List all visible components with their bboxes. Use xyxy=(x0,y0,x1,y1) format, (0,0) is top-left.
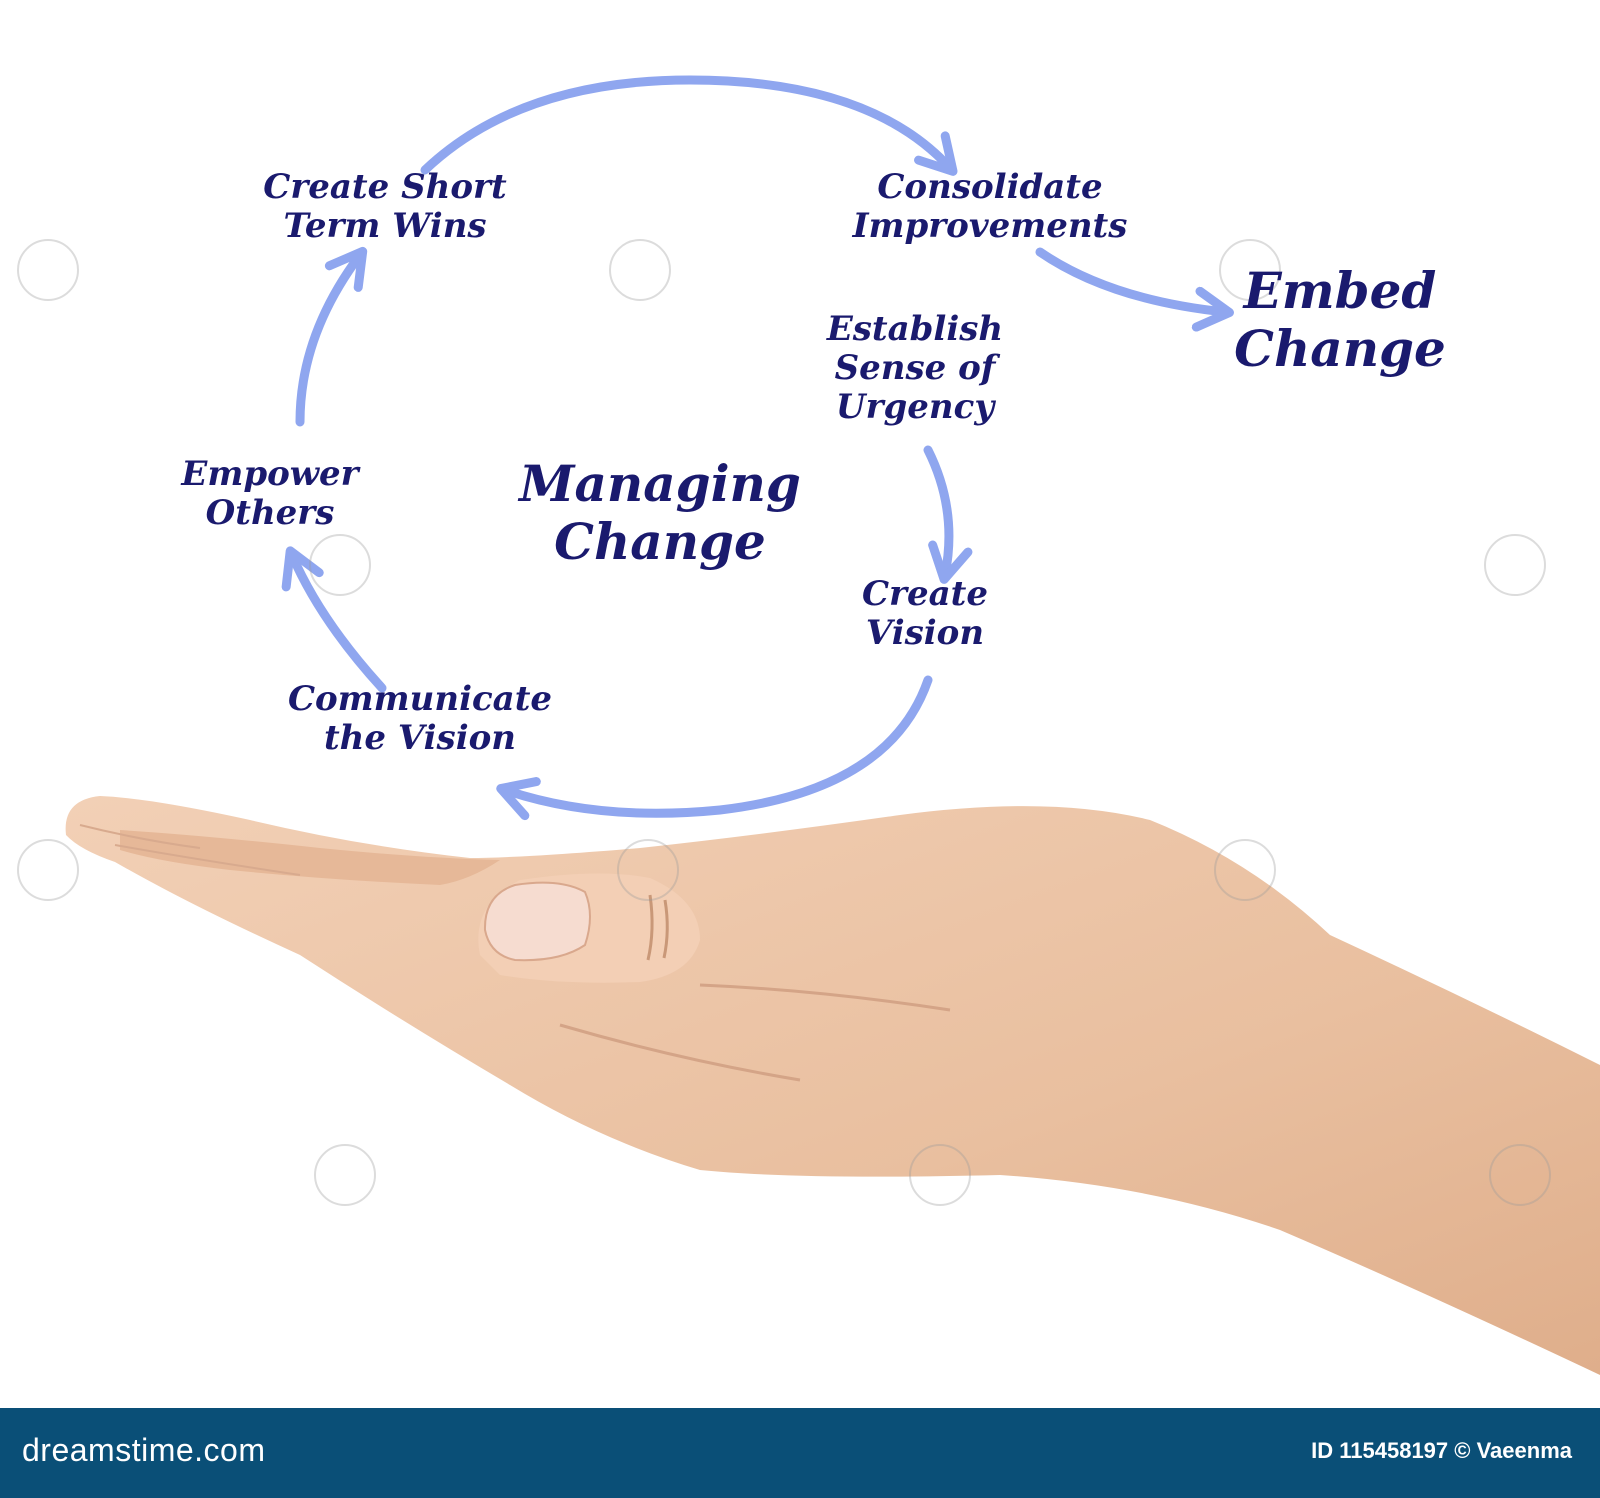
outcome-embed-change: Embed Change xyxy=(1205,262,1475,377)
step-consolidate-improvements: Consolidate Improvements xyxy=(820,167,1160,247)
footer-bar: dreamstime.com ID 115458197 © Vaeenma xyxy=(0,1408,1600,1498)
watermark-spiral-icon xyxy=(309,534,371,596)
watermark-spiral-icon xyxy=(617,839,679,901)
arrow-consolidate-to-embed-icon xyxy=(1035,247,1234,332)
arrow-vision-to-communicate-icon xyxy=(496,675,933,821)
watermark-spiral-icon xyxy=(1219,239,1281,301)
image-credit: ID 115458197 © Vaeenma xyxy=(1311,1438,1572,1463)
step-establish-urgency: Establish Sense of Urgency xyxy=(800,309,1030,428)
watermark-spiral-icon xyxy=(17,239,79,301)
step-short-term-wins: Create Short Term Wins xyxy=(230,167,540,247)
step-label-line: Establish xyxy=(826,309,1004,349)
hand-image xyxy=(65,796,1600,1375)
watermark-spiral-icon xyxy=(1489,1144,1551,1206)
step-label-line: Communicate xyxy=(287,679,553,719)
step-label-line: Term Wins xyxy=(283,206,487,247)
watermark-spiral-icon xyxy=(17,839,79,901)
step-label-line: Create xyxy=(862,574,988,614)
watermark-group xyxy=(17,239,1551,1206)
watermark-spiral-icon xyxy=(1484,534,1546,596)
step-empower-others: Empower Others xyxy=(160,454,380,534)
outcome-label-line: Embed xyxy=(1243,261,1437,320)
watermark-spiral-icon xyxy=(1214,839,1276,901)
watermark-spiral-icon xyxy=(314,1144,376,1206)
step-label-line: Consolidate xyxy=(877,167,1103,207)
step-label-line: the Vision xyxy=(323,718,517,759)
brand-logo-text: dreamstime.com xyxy=(22,1432,266,1468)
watermark-spiral-icon xyxy=(609,239,671,301)
step-label-line: Improvements xyxy=(852,206,1128,247)
watermark-spiral-icon xyxy=(909,1144,971,1206)
arrow-communicate-to-empower-icon xyxy=(281,546,387,693)
outcome-label-line: Change xyxy=(1234,318,1446,378)
arrow-empower-to-wins-icon xyxy=(295,246,368,427)
step-create-vision: Create Vision xyxy=(840,574,1010,654)
center-title-line: Change xyxy=(554,511,766,571)
center-title-line: Managing xyxy=(519,454,801,513)
arrows-group xyxy=(281,75,1234,821)
step-label-line: Urgency xyxy=(835,387,995,428)
step-label-line: Vision xyxy=(865,613,985,654)
step-label-line: Empower xyxy=(181,454,359,494)
center-title: Managing Change xyxy=(485,455,835,570)
step-communicate-vision: Communicate the Vision xyxy=(250,679,590,759)
step-label-line: Sense of xyxy=(834,348,996,389)
arrow-urgency-to-vision-icon xyxy=(923,445,973,584)
step-label-line: Create Short xyxy=(263,167,507,207)
step-label-line: Others xyxy=(205,493,335,534)
arrow-wins-to-consolidate-icon xyxy=(420,75,958,176)
